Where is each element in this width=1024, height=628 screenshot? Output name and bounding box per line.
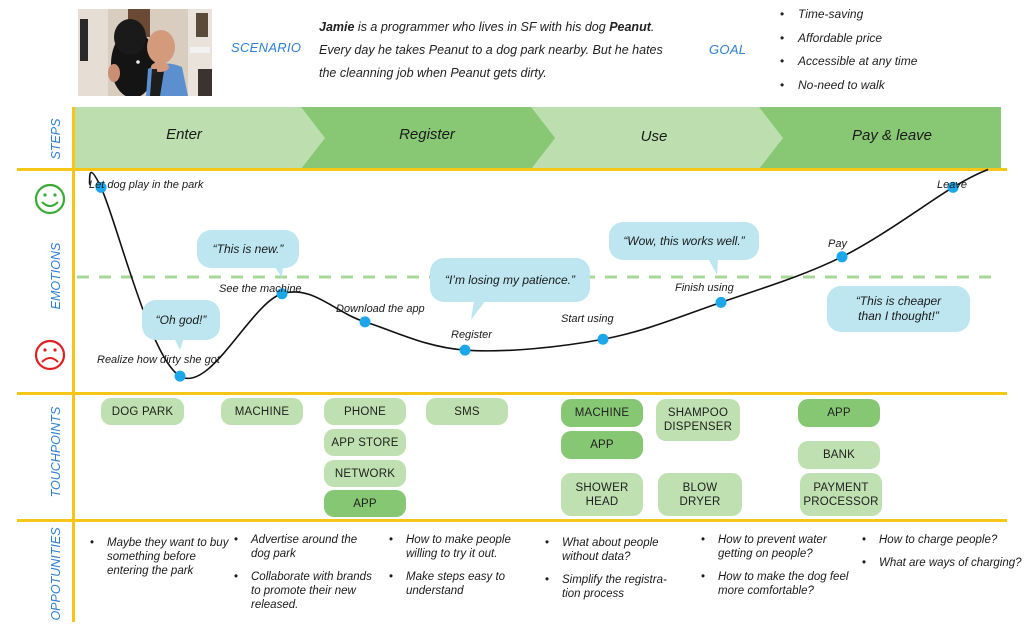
touchpoint-chip: MACHINE	[221, 398, 303, 425]
scenario-line-1-end: .	[650, 20, 655, 34]
scenario-line-1-text: is a programmer who lives in SF with his…	[354, 20, 610, 34]
point-label: Realize how dirty she got	[97, 354, 220, 366]
opportunity-item: How to charge people?	[862, 533, 1022, 547]
step-pay-leave: Pay & leave	[851, 127, 933, 144]
scenario-text: Jamie is a programmer who lives in SF wi…	[319, 16, 689, 85]
goal-item: No-need to walk	[780, 76, 917, 100]
step-bg-register	[303, 107, 555, 169]
smiley-face-icon	[34, 183, 66, 215]
step-enter: Enter	[166, 126, 202, 143]
touchpoint-chip: NETWORK	[324, 460, 406, 487]
persona-photo	[78, 9, 212, 96]
point-label: Pay	[828, 238, 847, 250]
touchpoint-chip: SHAMPOO DISPENSER	[656, 399, 740, 441]
bubble-tail	[708, 258, 718, 275]
touchpoint-chip: DOG PARK	[101, 398, 184, 425]
opportunity-group-register: How to make people willing to try it out…	[389, 533, 529, 607]
persona-name: Jamie	[319, 20, 355, 34]
emotion-point	[174, 370, 186, 382]
step-use: Use	[640, 128, 668, 145]
point-label: Register	[451, 329, 492, 341]
scenario-line-3: the cleanning job when Peanut gets dirty…	[319, 66, 547, 80]
opportunity-item: How to prevent water getting on people?	[701, 533, 851, 561]
scenario-line-2: Every day he takes Peanut to a dog park …	[319, 43, 663, 57]
opportunity-item: Collaborate with brands to promote their…	[234, 570, 374, 612]
touchpoint-chip: APP	[561, 431, 643, 459]
opportunity-group-enter: Maybe they want to buy something before …	[90, 536, 230, 587]
emotion-point	[836, 251, 848, 263]
point-label: Let dog play in the park	[89, 179, 204, 191]
touchpoint-chip: APP STORE	[324, 429, 406, 456]
goal-item: Time-saving	[780, 5, 917, 29]
divider-emotions-touchpoints	[17, 392, 1007, 395]
touchpoint-chip: SMS	[426, 398, 508, 425]
point-label: See the machine	[219, 283, 302, 295]
opportunity-item: How to make the dog feel more comfortabl…	[701, 570, 851, 598]
persona-photo-image	[78, 9, 212, 96]
emotion-point	[947, 181, 959, 193]
step-register: Register	[399, 126, 455, 143]
emotion-point	[597, 333, 609, 345]
goal-item: Affordable price	[780, 29, 917, 53]
emotion-point	[715, 296, 727, 308]
scenario-line-1: Jamie is a programmer who lives in SF wi…	[319, 16, 689, 39]
goal-item: Accessible at any time	[780, 52, 917, 76]
point-label: Start using	[561, 313, 614, 325]
opportunity-group-pay: How to charge people? What are ways of c…	[862, 533, 1022, 579]
emotion-point	[459, 344, 471, 356]
touchpoint-chip: PAYMENT PROCESSOR	[800, 473, 882, 516]
quote-bubble: “Wow, this works well.”	[609, 222, 759, 260]
opportunity-item: Make steps easy to understand	[389, 570, 529, 598]
opportunity-item: Maybe they want to buy something before …	[90, 536, 230, 578]
touchpoint-chip: BANK	[798, 441, 880, 469]
opportunity-item: Simplify the registra-tion process	[545, 573, 680, 601]
touchpoint-chip: BLOW DRYER	[658, 473, 742, 516]
quote-bubble: “I’m losing my patience.”	[430, 258, 590, 302]
opportunity-item: What are ways of charging?	[862, 556, 1022, 570]
opportunity-item: Advertise around the dog park	[234, 533, 374, 561]
goal-list: Time-saving Affordable price Accessible …	[780, 5, 917, 99]
opportunity-group-use: How to prevent water getting on people? …	[701, 533, 851, 607]
touchpoint-chip: APP	[798, 399, 880, 427]
opportunity-group-advertise: Advertise around the dog park Collaborat…	[234, 533, 374, 621]
opportunity-item: How to make people willing to try it out…	[389, 533, 529, 561]
touchpoint-chip: SHOWER HEAD	[561, 473, 643, 516]
opportunity-item: What about people without data?	[545, 536, 680, 564]
dog-name: Peanut	[609, 20, 651, 34]
emotion-point	[95, 181, 107, 193]
row-label-divider	[72, 107, 75, 622]
opportunity-group-data: What about people without data? Simplify…	[545, 536, 680, 610]
quote-bubble: “This is cheaper than I thought!”	[827, 286, 970, 332]
bubble-tail	[174, 338, 184, 350]
touchpoint-chip: MACHINE	[561, 399, 643, 427]
scenario-label: SCENARIO	[231, 40, 302, 55]
divider-touchpoints-opportunities	[17, 519, 1007, 522]
point-label: Leave	[937, 179, 967, 191]
bubble-tail	[471, 300, 486, 320]
emotion-point	[276, 288, 288, 300]
steps-chevrons	[75, 107, 1001, 169]
touchpoint-chip: PHONE	[324, 398, 406, 425]
quote-bubble: “This is new.”	[197, 230, 299, 268]
emotion-point	[359, 316, 371, 328]
step-bg-enter	[75, 107, 325, 169]
quote-bubble: “Oh god!”	[142, 300, 220, 340]
touchpoint-chip: APP	[324, 490, 406, 517]
sad-face-icon	[34, 339, 66, 371]
point-label: Finish using	[675, 282, 734, 294]
divider-steps-emotions	[17, 168, 1007, 171]
step-bg-use	[531, 107, 783, 169]
point-label: Download the app	[336, 303, 425, 315]
goal-label: GOAL	[709, 42, 747, 57]
